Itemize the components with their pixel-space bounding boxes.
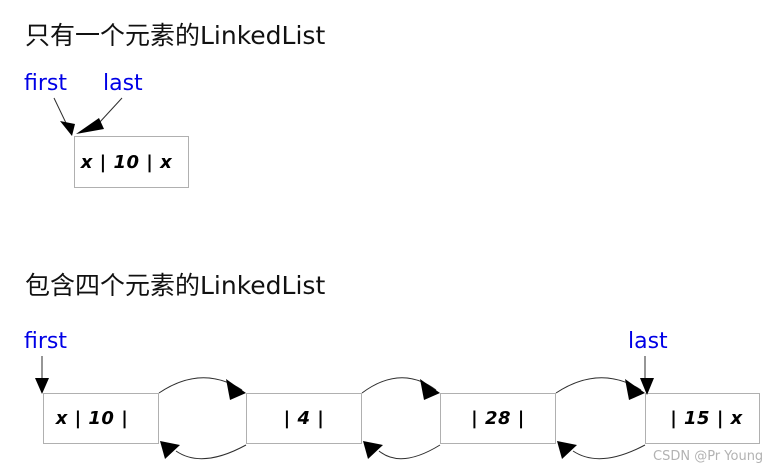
forward-arrowhead-icon-1 (226, 379, 246, 400)
last-pointer-label-four: last (628, 329, 668, 354)
node-value-2: | 4 | (283, 408, 325, 429)
node-value-3: | 28 | (471, 408, 525, 429)
first-arrowhead-icon-single (60, 121, 75, 136)
backward-link-arc-2 (378, 444, 441, 460)
section-single-title: 只有一个元素的LinkedList (25, 21, 326, 50)
forward-link-arc-3 (555, 377, 642, 394)
backward-arrowhead-icon-2 (363, 441, 383, 459)
last-pointer-label-single: last (103, 71, 143, 96)
forward-link-arc-2 (361, 377, 437, 394)
node-box-2: | 4 | (246, 393, 362, 444)
first-arrowhead-icon-four (35, 378, 49, 394)
first-pointer-label-four: first (24, 329, 67, 354)
node-box-4: | 15 | x (645, 393, 760, 444)
section-four-title: 包含四个元素的LinkedList (25, 271, 326, 300)
single-node-value: x | 10 | x (80, 151, 173, 173)
first-pointer-label-single: first (24, 71, 67, 96)
node-value-1: x | 10 | (55, 408, 129, 429)
forward-arrowhead-icon-2 (420, 379, 440, 400)
backward-arrowhead-icon-3 (557, 441, 577, 459)
single-node-box: x | 10 | x (74, 136, 189, 188)
backward-link-arc-1 (175, 444, 247, 460)
backward-link-arc-3 (572, 444, 646, 460)
forward-arrowhead-icon-3 (625, 379, 645, 400)
watermark: CSDN @Pr Young (653, 449, 764, 464)
node-box-3: | 28 | (440, 393, 556, 444)
forward-link-arc-1 (158, 377, 243, 394)
last-pointer-line-single (98, 97, 123, 124)
backward-arrowhead-icon-1 (160, 441, 180, 459)
node-value-4: | 15 | x (670, 408, 743, 429)
last-arrowhead-icon-single (76, 118, 104, 134)
node-box-1: x | 10 | (43, 393, 159, 444)
first-pointer-line-single (53, 97, 67, 124)
